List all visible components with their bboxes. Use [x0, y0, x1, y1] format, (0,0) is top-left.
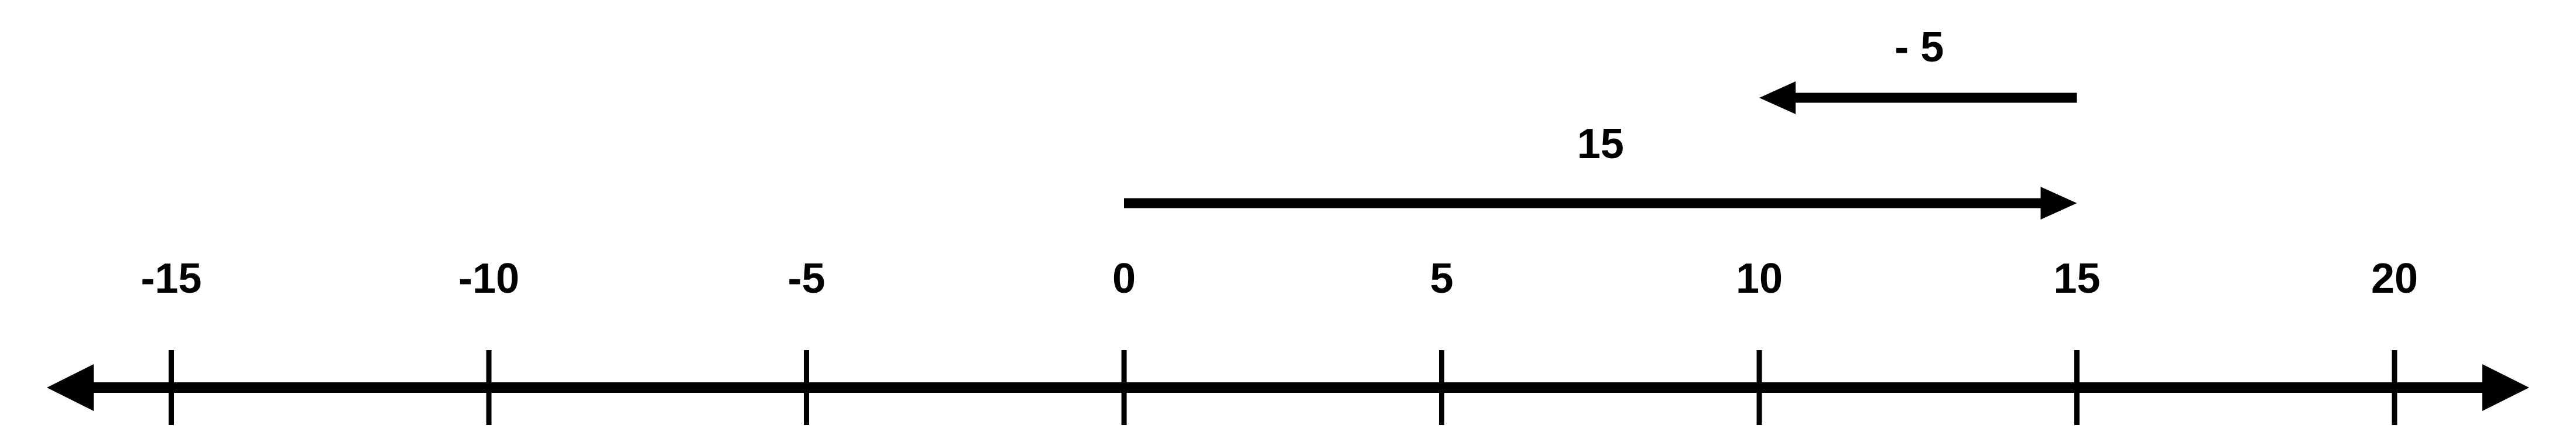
tick-label: -15 — [141, 255, 201, 302]
tick-label: 0 — [1112, 255, 1136, 302]
tick-label: -5 — [787, 255, 825, 302]
tick-marks — [169, 350, 2397, 425]
vector-arrows: 15 - 5 — [1124, 24, 2077, 220]
tick-label: 15 — [2053, 255, 2100, 302]
vector-label: - 5 — [1895, 24, 1944, 71]
tick-label: 10 — [1736, 255, 1783, 302]
tick-label: -10 — [458, 255, 519, 302]
axis-arrow-left — [47, 364, 94, 411]
axis-arrow-right — [2482, 364, 2529, 411]
number-line-axis — [47, 364, 2529, 411]
tick-label: 20 — [2371, 255, 2418, 302]
vector-label: 15 — [1577, 121, 1624, 167]
vector-arrowhead — [2040, 187, 2077, 220]
tick-label: 5 — [1430, 255, 1453, 302]
tick-labels: -15 -10 -5 0 5 10 15 20 — [141, 255, 2418, 302]
vector-arrowhead — [1759, 81, 1796, 114]
